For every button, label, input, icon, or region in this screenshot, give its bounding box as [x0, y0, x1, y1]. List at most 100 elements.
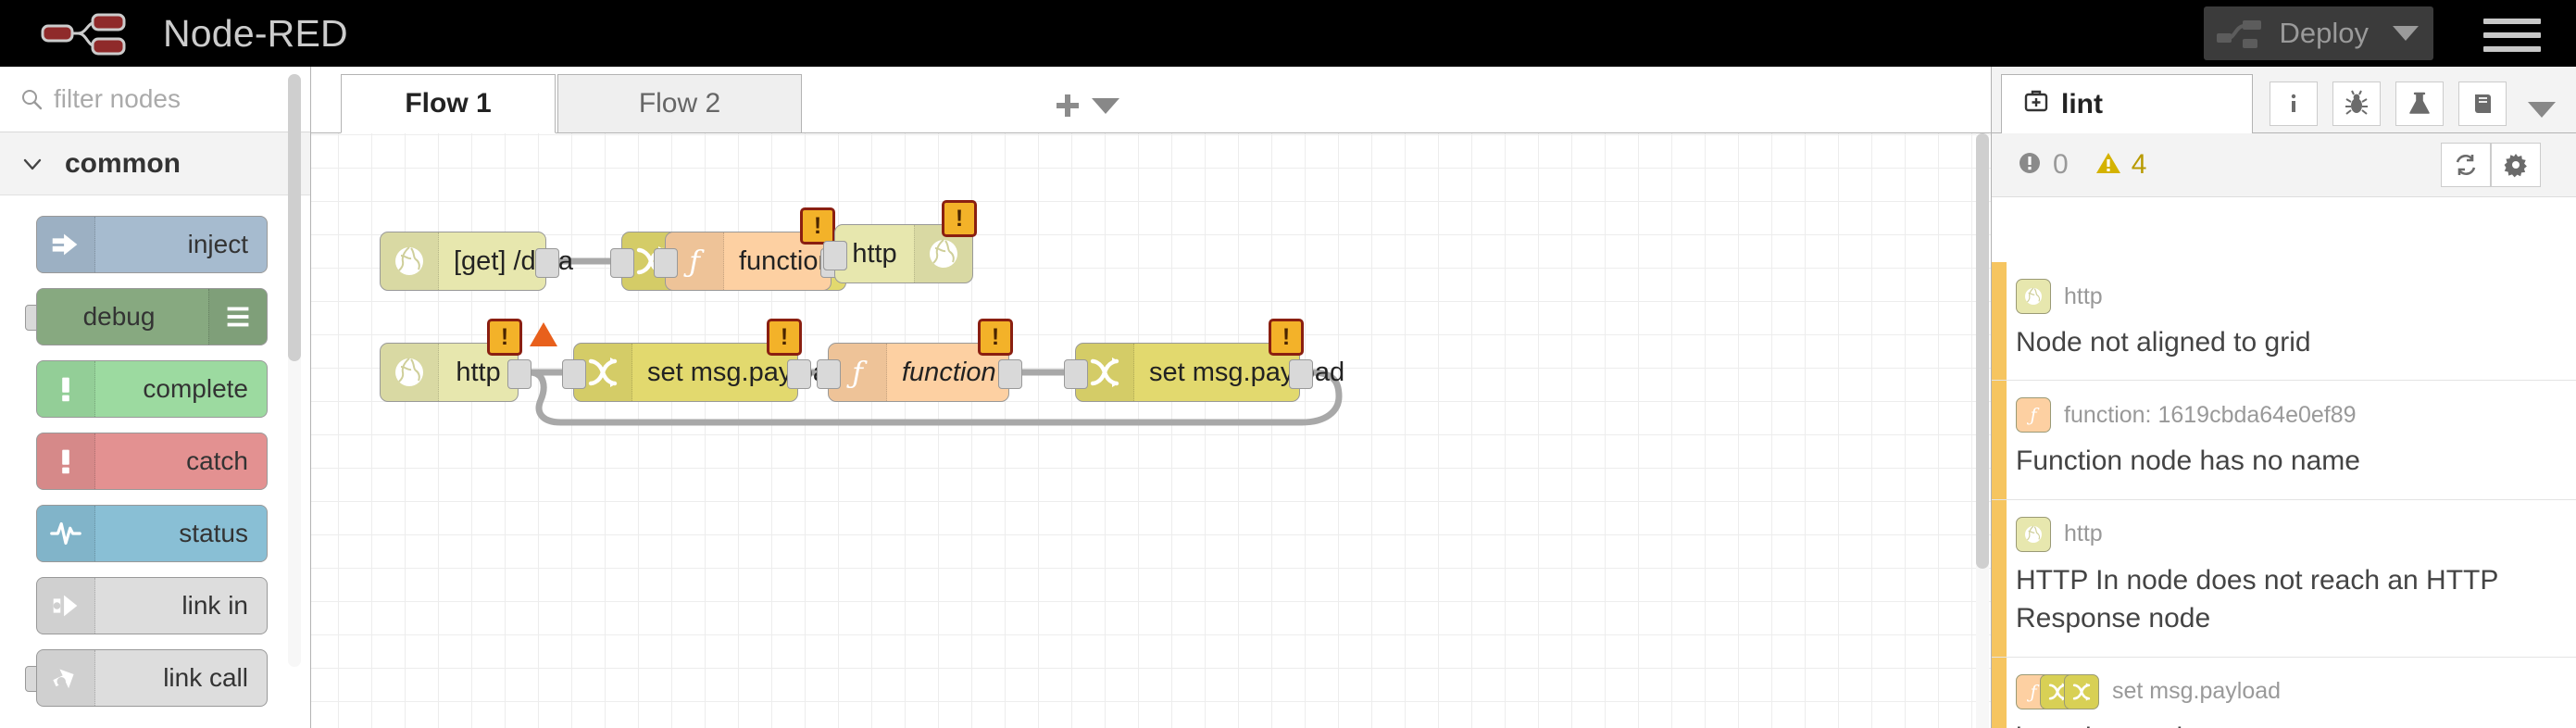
node-warning-badge[interactable]: !: [767, 319, 802, 356]
flow-node-n8[interactable]: set msg.payload: [1075, 343, 1344, 402]
function-icon: ƒ: [2016, 397, 2051, 433]
palette-scrollbar[interactable]: [288, 74, 301, 667]
flow-node-n1[interactable]: [get] /data: [380, 232, 573, 291]
flow-node-input-port[interactable]: [1064, 359, 1088, 389]
palette-node-label: debug: [82, 302, 156, 331]
hamburger-menu-icon[interactable]: [2483, 19, 2541, 52]
palette-node-list: inject debug complete catch status link i…: [0, 195, 310, 714]
lint-item-node-icons: [2016, 279, 2051, 314]
lint-item[interactable]: ƒ set msg.payloadloop detected: [1992, 657, 2576, 728]
inject-icon: [37, 217, 95, 272]
flow-node-label: [get] /data: [454, 245, 573, 276]
medkit-icon: [2022, 87, 2061, 122]
palette-row: catch: [0, 425, 310, 497]
deploy-icon: [2215, 15, 2267, 52]
canvas-scrollbar-thumb[interactable]: [1976, 133, 1989, 569]
debug-icon: [208, 289, 267, 345]
lint-item-node-label: set msg.payload: [2112, 678, 2282, 705]
flow-node-input-port[interactable]: [610, 248, 634, 278]
lint-item-node-icons: ƒ: [2016, 673, 2099, 709]
palette-node-status[interactable]: status: [36, 505, 268, 562]
deploy-button[interactable]: Deploy: [2203, 6, 2433, 60]
sidebar-tab-test[interactable]: [2395, 82, 2444, 126]
palette-category-common[interactable]: common: [0, 132, 310, 195]
node-warning-badge[interactable]: !: [942, 200, 977, 237]
palette-row: inject: [0, 208, 310, 281]
palette-node-link-in[interactable]: link in: [36, 577, 268, 634]
tab-label: Flow 1: [405, 88, 492, 119]
palette-node-label: catch: [186, 446, 248, 475]
sidebar-tab-label: lint: [2061, 88, 2103, 119]
svg-text:ƒ: ƒ: [846, 355, 868, 390]
palette-node-complete[interactable]: complete: [36, 360, 268, 418]
sidebar-tab-info[interactable]: [2270, 82, 2318, 126]
warning-triangle-icon: [2095, 149, 2122, 182]
lint-refresh-button[interactable]: [2441, 143, 2491, 187]
palette-search[interactable]: filter nodes: [0, 67, 310, 132]
tab-flow-1[interactable]: Flow 1: [341, 74, 556, 133]
change-icon: [574, 344, 632, 401]
canvas-scrollbar[interactable]: [1976, 133, 1989, 728]
flow-node-output-port[interactable]: [1289, 359, 1313, 389]
flow-node-n6[interactable]: set msg.payload: [573, 343, 843, 402]
node-warning-badge[interactable]: !: [1269, 319, 1304, 356]
flow-node-input-port[interactable]: [654, 248, 678, 278]
flow-node-input-port[interactable]: [562, 359, 586, 389]
chevron-down-icon[interactable]: [2393, 26, 2419, 41]
complete-icon: [37, 361, 95, 417]
palette-scrollbar-thumb[interactable]: [288, 74, 301, 361]
flow-menu-button[interactable]: [1092, 98, 1119, 114]
tab-flow-2[interactable]: Flow 2: [557, 74, 802, 133]
lint-item-header: ƒ set msg.payload: [2016, 673, 2553, 709]
lint-item-message: Function node has no name: [2016, 446, 2360, 477]
flow-node-input-port[interactable]: [817, 359, 841, 389]
filter-nodes-placeholder: filter nodes: [54, 84, 181, 113]
add-flow-button[interactable]: [1049, 87, 1086, 124]
app-header: Node-RED Deploy: [0, 0, 2576, 67]
lint-item-message: HTTP In node does not reach an HTTP Resp…: [2016, 564, 2498, 634]
sidebar-tab-debug[interactable]: [2332, 82, 2381, 126]
svg-text:ƒ: ƒ: [2026, 681, 2039, 702]
sidebar-tab-lint[interactable]: lint: [2001, 74, 2253, 133]
palette-node-debug[interactable]: debug: [36, 288, 268, 345]
flow-node-output-port[interactable]: [507, 359, 531, 389]
function-icon: ƒ: [829, 344, 887, 401]
palette-node-catch[interactable]: catch: [36, 433, 268, 490]
flow-node-input-port[interactable]: [823, 241, 847, 270]
hamburger-line: [2483, 19, 2541, 24]
palette-row: link in: [0, 570, 310, 642]
warning-badge-glyph: !: [1282, 323, 1291, 350]
sidebar-expand-chevron-down-icon[interactable]: [2528, 102, 2556, 118]
hamburger-line: [2483, 32, 2541, 38]
node-warning-badge[interactable]: !: [978, 319, 1013, 356]
palette-node-link-call[interactable]: link call: [36, 649, 268, 707]
flow-node-n3[interactable]: ƒ function: [665, 232, 833, 291]
node-warning-badge[interactable]: !: [487, 319, 522, 356]
right-sidebar: lint: [1991, 67, 2576, 728]
flow-node-output-port[interactable]: [998, 359, 1022, 389]
lint-settings-button[interactable]: [2491, 143, 2541, 187]
warning-badge-glyph: !: [780, 323, 789, 350]
wire-layer: [529, 245, 1343, 426]
sidebar-tab-docs[interactable]: [2458, 82, 2507, 126]
palette-node-label: inject: [187, 230, 248, 258]
palette-row: link call: [0, 642, 310, 714]
flow-node-output-port[interactable]: [787, 359, 811, 389]
error-count: 0: [2053, 149, 2069, 180]
flow-canvas[interactable]: [get] /data set msg.payload ƒ function!h…: [311, 133, 1991, 728]
flow-node-label: http: [456, 357, 501, 387]
node-warning-badge[interactable]: !: [800, 207, 835, 245]
flow-tabbar: Flow 1 Flow 2: [311, 67, 1991, 133]
lint-counts: 0 4: [2016, 133, 2163, 196]
node-changed-triangle-icon: [530, 322, 557, 346]
palette-node-inject[interactable]: inject: [36, 216, 268, 273]
flow-node-label: http: [852, 238, 897, 269]
lint-item-node-label: http: [2064, 282, 2103, 309]
flow-node-output-port[interactable]: [535, 248, 559, 278]
node-red-logo-icon: [39, 9, 143, 57]
